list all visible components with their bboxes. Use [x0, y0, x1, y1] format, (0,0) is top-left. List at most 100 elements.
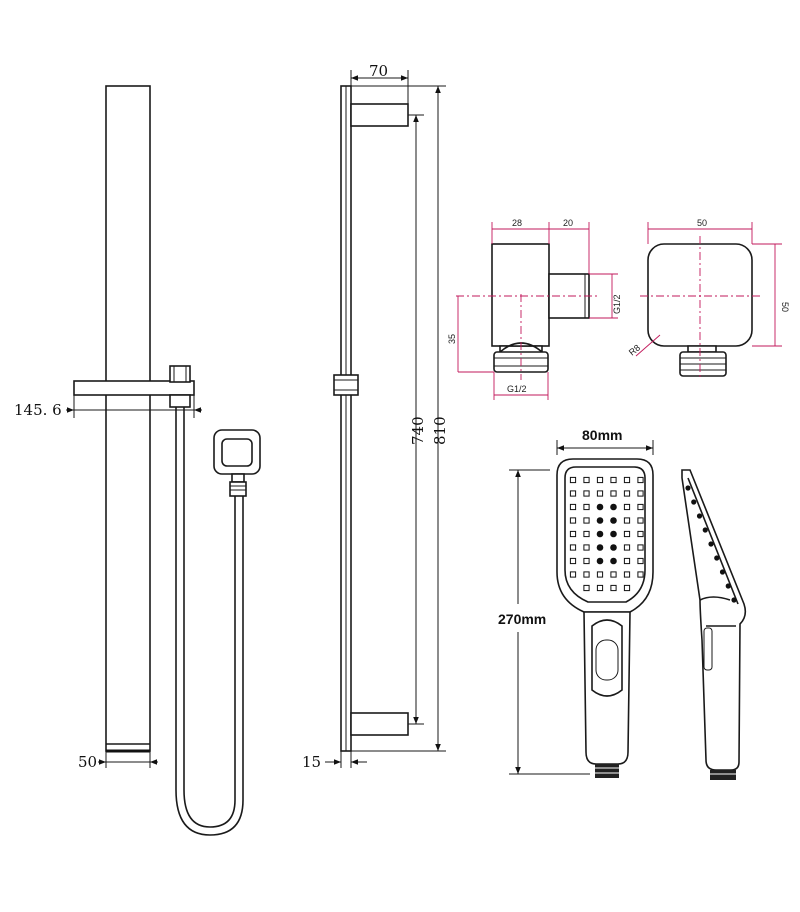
thread-side-label: G1/2	[612, 294, 622, 314]
outer-nozzle	[623, 571, 631, 578]
handset-handle	[583, 611, 631, 765]
base-width-label: 50	[78, 753, 97, 771]
bottom-wall-bracket	[350, 712, 409, 736]
center-nozzle	[610, 530, 617, 538]
handset-holder	[169, 394, 191, 408]
top-wall-bracket	[350, 103, 409, 127]
outer-nozzle	[637, 544, 644, 551]
outer-nozzle	[637, 517, 644, 524]
outer-nozzle	[569, 557, 577, 565]
outer-nozzle	[637, 490, 644, 497]
center-nozzle	[596, 503, 604, 511]
elbow-side-view: 28 20 G1/2 35 G1/2	[447, 218, 622, 400]
outer-nozzle	[583, 490, 590, 497]
outer-nozzle	[610, 584, 617, 592]
bracket-width-label: 145. 6	[14, 401, 62, 419]
outer-nozzle	[569, 503, 577, 511]
rail-front-view: 145. 6 50	[14, 85, 261, 836]
handset-width-label: 80mm	[582, 427, 622, 443]
outer-nozzle	[569, 571, 577, 578]
outer-nozzle	[610, 476, 617, 484]
elbow-front-view: 50 50 R8	[627, 218, 790, 380]
side-nozzle	[691, 499, 697, 505]
outer-nozzle	[583, 557, 590, 565]
side-nozzle-row	[685, 485, 737, 603]
side-nozzle	[708, 541, 714, 547]
elbow-body	[491, 243, 550, 347]
handset-front-view: 80mm 270mm	[498, 427, 654, 778]
rail-side-view: 70 740 810 15	[302, 62, 449, 771]
outer-nozzle	[637, 571, 644, 578]
outer-nozzle	[623, 530, 631, 538]
center-nozzle	[596, 544, 604, 551]
thread-bottom-label: G1/2	[507, 384, 527, 394]
outer-nozzle	[623, 557, 631, 565]
front-height-label: 50	[780, 302, 790, 312]
outer-nozzle	[596, 571, 604, 578]
outer-nozzle	[596, 584, 604, 592]
rail-bar	[105, 85, 151, 752]
radius-label: R8	[627, 342, 642, 357]
outer-nozzle	[623, 544, 631, 551]
outer-nozzle	[596, 490, 604, 497]
outer-nozzle	[569, 544, 577, 551]
depth-nut-label: 20	[563, 218, 573, 228]
outer-nozzle	[610, 571, 617, 578]
outer-nozzle	[583, 571, 590, 578]
outer-nozzle	[569, 476, 577, 484]
hose-inner	[183, 407, 236, 828]
side-nozzle	[719, 569, 726, 575]
side-nozzle	[731, 597, 737, 603]
offset-label: 35	[447, 334, 457, 344]
outer-nozzle	[623, 517, 631, 524]
outer-nozzle	[637, 557, 644, 565]
outer-nozzle	[623, 503, 631, 511]
outer-nozzle	[583, 476, 590, 484]
wall-gap-label: 15	[302, 753, 321, 771]
handset-side-view	[681, 469, 747, 780]
outer-nozzle	[610, 490, 617, 497]
side-nozzle	[725, 583, 731, 589]
slider-knob	[169, 365, 191, 383]
outer-nozzle	[637, 476, 644, 484]
center-nozzle	[596, 530, 604, 538]
side-slider	[333, 374, 359, 396]
center-nozzle	[610, 544, 617, 551]
outer-nozzle	[583, 517, 590, 524]
side-nozzle	[714, 555, 720, 561]
rail-length-label: 740	[409, 416, 427, 445]
spray-mode-button	[595, 639, 619, 681]
handset-thread	[595, 764, 619, 778]
side-thread	[710, 770, 736, 780]
outer-nozzle	[623, 476, 631, 484]
hose-outer	[175, 407, 244, 836]
center-nozzle	[610, 517, 617, 524]
center-nozzle	[610, 557, 617, 565]
outer-nozzle	[583, 544, 590, 551]
slider-bracket	[73, 380, 195, 396]
total-height-label: 810	[431, 416, 449, 445]
center-nozzle	[596, 557, 604, 565]
outer-nozzle	[637, 503, 644, 511]
outer-nozzle	[569, 530, 577, 538]
outer-nozzle	[596, 476, 604, 484]
side-nozzle	[702, 527, 708, 533]
side-nozzle	[696, 513, 703, 519]
outer-nozzle	[583, 530, 590, 538]
outer-nozzle	[583, 584, 590, 592]
handset-length-label: 270mm	[498, 611, 546, 627]
outer-nozzle	[569, 517, 577, 524]
outer-nozzle	[637, 530, 644, 538]
front-width-label: 50	[697, 218, 707, 228]
center-nozzle	[610, 503, 617, 511]
outer-nozzle	[623, 490, 631, 497]
outer-nozzle	[623, 584, 631, 592]
spray-nozzle-grid	[569, 476, 644, 592]
depth-body-label: 28	[512, 218, 522, 228]
handset-side-body	[681, 469, 747, 771]
outer-nozzle	[583, 503, 590, 511]
projection-label: 70	[369, 62, 388, 80]
outer-nozzle	[569, 490, 577, 497]
center-nozzle	[596, 517, 604, 524]
